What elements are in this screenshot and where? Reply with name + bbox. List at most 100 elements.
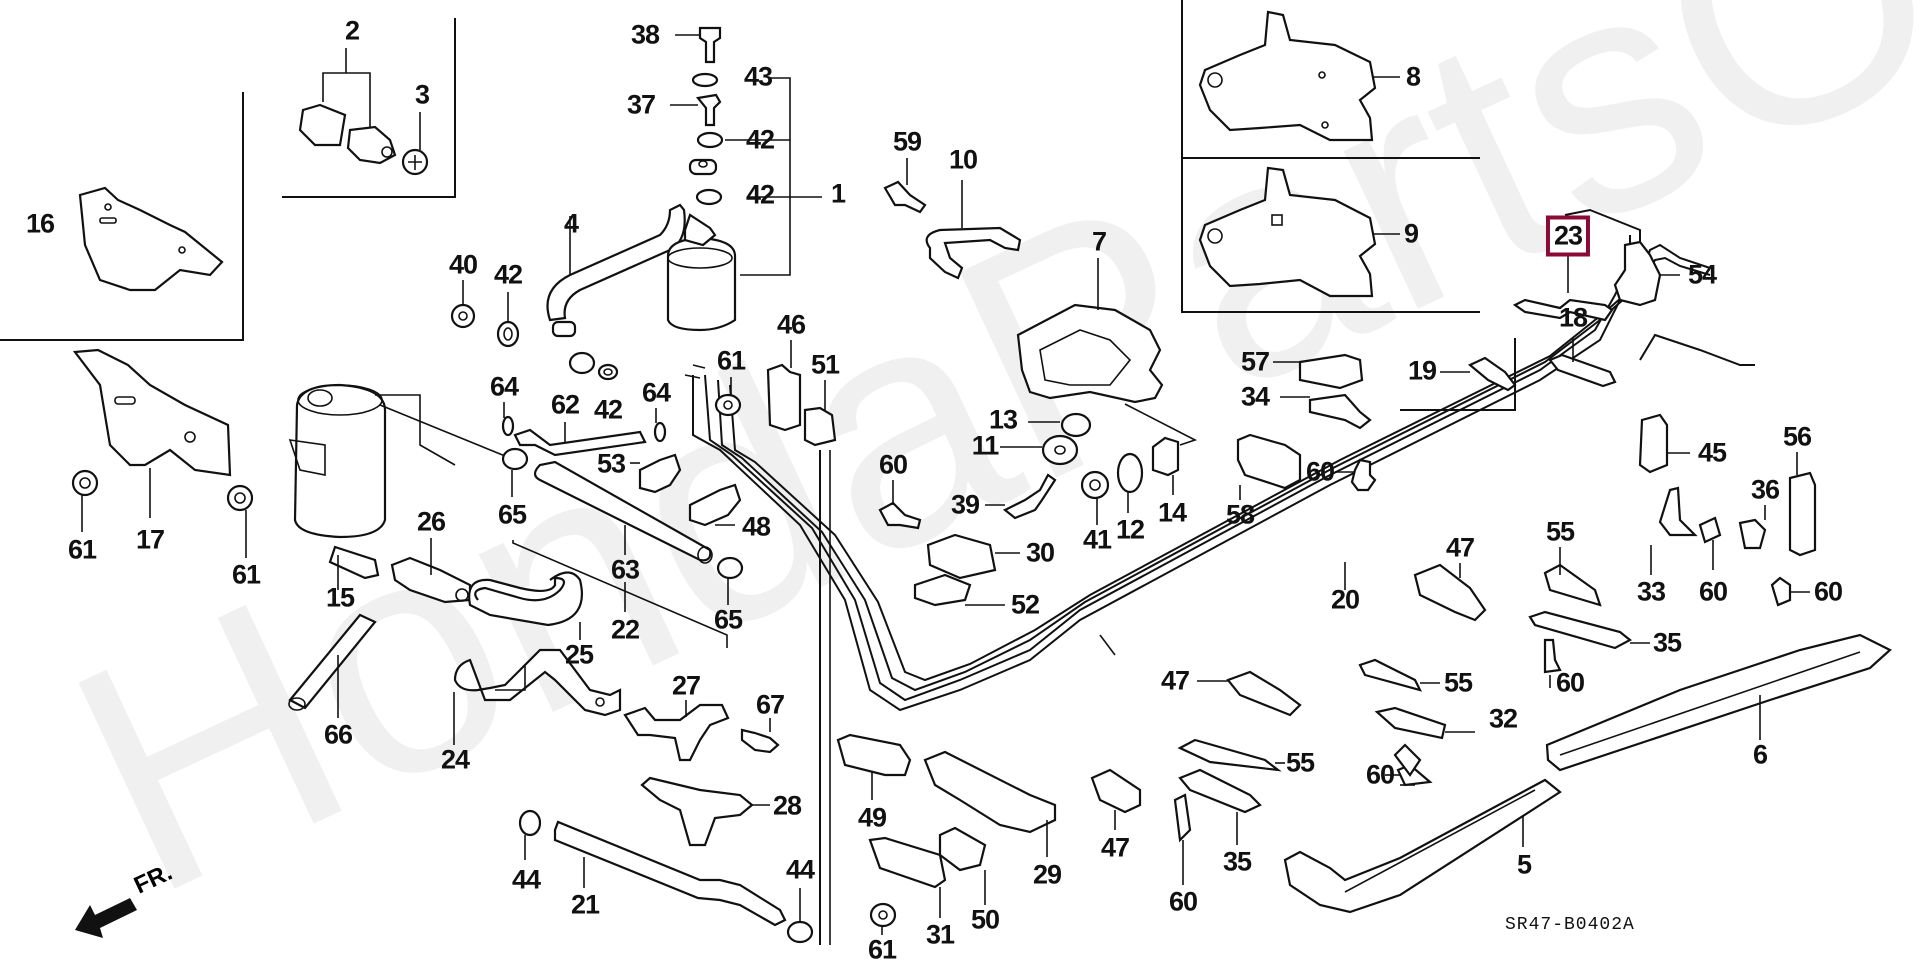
callout-30[interactable]: 30 [1025,537,1055,568]
callout-15[interactable]: 15 [325,582,355,613]
callout-46[interactable]: 46 [776,309,806,340]
callout-60-right-a[interactable]: 60 [1698,576,1728,607]
callout-18[interactable]: 18 [1558,302,1588,333]
callout-60-right-b[interactable]: 60 [1813,576,1843,607]
parts-40-42 [450,280,520,348]
parts-34-57-58-60 [1236,353,1377,500]
callout-60-left[interactable]: 60 [878,449,908,480]
callout-60-mid[interactable]: 60 [1555,667,1585,698]
callout-12[interactable]: 12 [1115,514,1145,545]
callout-35-lower[interactable]: 35 [1222,846,1252,877]
callout-61-c[interactable]: 61 [716,345,746,376]
part-54-clip [1613,240,1680,307]
callout-60-center[interactable]: 60 [1305,456,1335,487]
callout-3[interactable]: 3 [414,79,430,110]
callout-32[interactable]: 32 [1488,703,1518,734]
callout-54[interactable]: 54 [1687,259,1717,290]
callout-16[interactable]: 16 [25,208,55,239]
callout-61-a[interactable]: 61 [67,534,97,565]
callout-67[interactable]: 67 [755,689,785,720]
callout-1[interactable]: 1 [830,178,846,209]
callout-47-mid[interactable]: 47 [1160,665,1190,696]
callout-62[interactable]: 62 [550,389,580,420]
callout-7[interactable]: 7 [1091,226,1107,257]
callout-28[interactable]: 28 [772,790,802,821]
callout-25[interactable]: 25 [564,639,594,670]
part-4-hose-filter [546,26,822,381]
callout-5[interactable]: 5 [1516,849,1532,880]
callout-17[interactable]: 17 [135,524,165,555]
callout-37[interactable]: 37 [626,89,656,120]
callout-43[interactable]: 43 [743,61,773,92]
callout-58[interactable]: 58 [1225,499,1255,530]
callout-45[interactable]: 45 [1697,437,1727,468]
callout-42-mid[interactable]: 42 [593,394,623,425]
callout-24[interactable]: 24 [440,744,470,775]
callout-60-lower-b[interactable]: 60 [1168,886,1198,917]
parts-29-31-49-50-61 [836,733,1057,935]
callout-44-right[interactable]: 44 [785,854,815,885]
part-25-hose [468,571,583,640]
callout-50[interactable]: 50 [970,904,1000,935]
callout-61-b[interactable]: 61 [231,559,261,590]
callout-27[interactable]: 27 [671,670,701,701]
callout-60-lower-a[interactable]: 60 [1365,759,1395,790]
callout-34[interactable]: 34 [1240,381,1270,412]
callout-55-mid[interactable]: 55 [1443,667,1473,698]
callout-64-left[interactable]: 64 [489,371,519,402]
parts-48-53-clips [630,453,742,527]
diagram-code: SR47-B0402A [1505,915,1635,935]
callout-6[interactable]: 6 [1752,739,1768,770]
callout-31[interactable]: 31 [925,919,955,950]
callout-35-right[interactable]: 35 [1652,627,1682,658]
callout-61-d[interactable]: 61 [867,934,897,965]
callout-2[interactable]: 2 [344,15,360,46]
callout-52[interactable]: 52 [1010,589,1040,620]
bolts-39-59-60 [878,158,1057,530]
part-16-bracket [78,186,224,292]
callout-38[interactable]: 38 [630,19,660,50]
callout-49[interactable]: 49 [857,802,887,833]
callout-55-lower[interactable]: 55 [1285,747,1315,778]
parts-46-51-61 [714,340,837,447]
callout-42-left[interactable]: 42 [493,259,523,290]
callout-64-right[interactable]: 64 [641,377,671,408]
callout-42-upper[interactable]: 42 [745,124,775,155]
callout-48[interactable]: 48 [741,511,771,542]
callout-22[interactable]: 22 [610,614,640,645]
callout-20[interactable]: 20 [1330,584,1360,615]
callout-65-right[interactable]: 65 [713,604,743,635]
callout-26[interactable]: 26 [416,506,446,537]
callout-23-highlighted[interactable]: 23 [1545,215,1591,257]
callout-39[interactable]: 39 [950,489,980,520]
callout-13[interactable]: 13 [988,404,1018,435]
callout-19[interactable]: 19 [1407,355,1437,386]
callout-63[interactable]: 63 [610,554,640,585]
callout-10[interactable]: 10 [948,144,978,175]
clips-64-65 [501,402,744,648]
callout-33[interactable]: 33 [1636,576,1666,607]
callout-42-lower[interactable]: 42 [745,179,775,210]
callout-41[interactable]: 41 [1082,524,1112,555]
callout-21[interactable]: 21 [570,889,600,920]
callout-59[interactable]: 59 [892,126,922,157]
callout-4[interactable]: 4 [563,208,579,239]
callout-65-left[interactable]: 65 [497,499,527,530]
parts-18-23-pipes [1512,254,1755,388]
callout-56[interactable]: 56 [1782,421,1812,452]
callout-36[interactable]: 36 [1750,474,1780,505]
callout-8[interactable]: 8 [1405,61,1421,92]
callout-51[interactable]: 51 [810,349,840,380]
callout-44-left[interactable]: 44 [511,864,541,895]
callout-47-upper[interactable]: 47 [1445,532,1475,563]
callout-11[interactable]: 11 [971,430,1000,461]
callout-47-lower[interactable]: 47 [1100,832,1130,863]
callout-29[interactable]: 29 [1032,859,1062,890]
callout-55-right[interactable]: 55 [1545,516,1575,547]
callout-9[interactable]: 9 [1403,218,1419,249]
callout-53[interactable]: 53 [596,448,626,479]
callout-57[interactable]: 57 [1240,346,1270,377]
callout-40[interactable]: 40 [448,249,478,280]
callout-66[interactable]: 66 [323,719,353,750]
callout-14[interactable]: 14 [1157,497,1187,528]
